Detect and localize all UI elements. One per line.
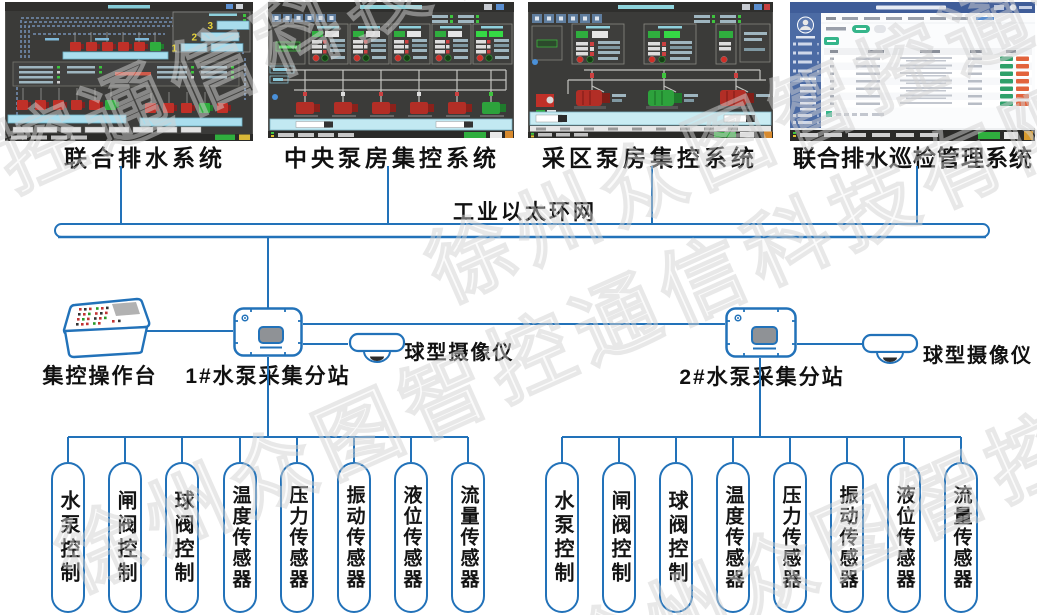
- scada2-pumps: [294, 102, 506, 117]
- camera1-device: [348, 330, 406, 364]
- endpoint-gate-valve-2: 闸阀控制: [602, 462, 636, 613]
- endpoint-label: 流量传感器: [457, 485, 479, 590]
- webapp-content: [821, 13, 1035, 128]
- scada2-pipes: [276, 69, 507, 102]
- endpoint-label: 水泵控制: [551, 489, 573, 586]
- scada1-stage-badge-1: 1: [171, 44, 177, 55]
- scada2-titlebar-text: [360, 5, 422, 9]
- endpoint-label: 球阀控制: [171, 489, 193, 586]
- endpoint-temp-sensor-2: 温度传感器: [716, 462, 750, 613]
- camera2-label: 球型摄像仪: [923, 345, 1033, 367]
- webapp-active-tab: [976, 17, 994, 20]
- endpoint-level-sensor-1: 液位传感器: [394, 462, 428, 613]
- webapp-taskbar: [790, 130, 1035, 141]
- endpoint-gate-valve-1: 闸阀控制: [108, 462, 142, 613]
- console-screen-pad: [112, 302, 140, 316]
- caption-screen4: 联合排水巡检管理系统: [793, 145, 1033, 171]
- endpoint-flow-sensor-2: 流量传感器: [944, 462, 978, 613]
- caption-screen2: 中央泵房集控系统: [284, 145, 500, 171]
- scada1-bottom-bars: [5, 126, 253, 141]
- endpoint-pressure-sensor-2: 压力传感器: [773, 462, 807, 613]
- scada1-water-channel-upper: [62, 51, 169, 60]
- scada1-green-button: [215, 134, 235, 140]
- control-console-device: [52, 296, 152, 362]
- scada3-titlebar-text: [618, 5, 674, 9]
- endpoint-label: 球阀控制: [665, 489, 687, 586]
- endpoint-label: 流量传感器: [950, 485, 972, 590]
- station2-display: [751, 326, 778, 345]
- endpoint-label: 振动传感器: [343, 485, 365, 590]
- console-label: 集控操作台: [42, 365, 158, 388]
- scada1-yellow-button: [239, 134, 250, 140]
- endpoint-label: 振动传感器: [836, 485, 858, 590]
- endpoint-ball-valve-1: 球阀控制: [165, 462, 199, 613]
- endpoint-label: 温度传感器: [722, 485, 744, 590]
- scada3-bottom-bars: [528, 126, 773, 138]
- camera2-device: [861, 331, 919, 365]
- endpoint-flow-sensor-1: 流量传感器: [451, 462, 485, 613]
- webapp-header-title: [876, 5, 946, 10]
- endpoint-label: 闸阀控制: [114, 489, 136, 586]
- scada3-valves: [532, 59, 738, 78]
- scada3-panels: [531, 23, 771, 65]
- scada1-titlebar-text: [108, 5, 150, 9]
- station2-device: [725, 307, 797, 358]
- endpoint-pump-control-2: 水泵控制: [545, 462, 579, 613]
- scada1-stage-badge-3: 3: [207, 21, 213, 32]
- station1-display: [258, 326, 284, 344]
- endpoint-label: 闸阀控制: [608, 489, 630, 586]
- endpoint-label: 温度传感器: [229, 485, 251, 590]
- endpoint-label: 水泵控制: [57, 489, 79, 586]
- station1-device: [233, 307, 303, 357]
- scada2-intercom-panel: [270, 25, 306, 65]
- scada2-pump-panels: [308, 23, 513, 65]
- scada2-water-channel: [269, 118, 513, 131]
- scada2-valves: [269, 65, 493, 100]
- camera1-label: 球型摄像仪: [404, 342, 515, 364]
- scada1-stage-badge-2: 2: [191, 33, 197, 44]
- caption-screen3: 采区泵房集控系统: [542, 145, 758, 171]
- station1-label: 1#水泵采集分站: [185, 365, 351, 388]
- endpoint-temp-sensor-1: 温度传感器: [223, 462, 257, 613]
- endpoint-vibration-sensor-1: 振动传感器: [337, 462, 371, 613]
- webapp-pagination: [826, 111, 832, 117]
- ethernet-ring-bus: [54, 223, 990, 238]
- scada1-upper-pump-row: [45, 32, 169, 60]
- endpoint-label: 液位传感器: [893, 485, 915, 590]
- webapp-sidebar: [790, 13, 821, 128]
- screenshot-inspection-management-webapp: [790, 2, 1035, 141]
- ethernet-ring-label: 工业以太环网: [453, 201, 597, 224]
- endpoint-pump-control-1: 水泵控制: [51, 462, 85, 613]
- scada3-water-channel: [529, 111, 772, 126]
- endpoint-label: 压力传感器: [779, 485, 801, 590]
- scada1-lower-pump-rows: [7, 88, 243, 127]
- scada3-pumps: [536, 90, 770, 115]
- endpoint-label: 液位传感器: [400, 485, 422, 590]
- scada1-stage-panel: 3 2 1: [171, 11, 251, 55]
- endpoint-pressure-sensor-1: 压力传感器: [280, 462, 314, 613]
- screenshot-central-pumproom-scada: [268, 2, 514, 138]
- endpoint-label: 压力传感器: [286, 485, 308, 590]
- screenshot-district-pumproom-scada: [528, 2, 773, 138]
- endpoint-vibration-sensor-2: 振动传感器: [830, 462, 864, 613]
- endpoint-ball-valve-2: 球阀控制: [659, 462, 693, 613]
- screenshot-combined-drainage-system: 3 2 1: [5, 2, 253, 141]
- caption-screen1: 联合排水系统: [64, 145, 226, 171]
- scada2-taskbar: [268, 131, 514, 138]
- scada1-status-panel: [12, 61, 240, 87]
- scada2-toolbar-icons: [272, 14, 479, 23]
- endpoint-level-sensor-2: 液位传感器: [887, 462, 921, 613]
- console-keys: [76, 306, 121, 326]
- scada3-toolbar-icons: [532, 14, 741, 23]
